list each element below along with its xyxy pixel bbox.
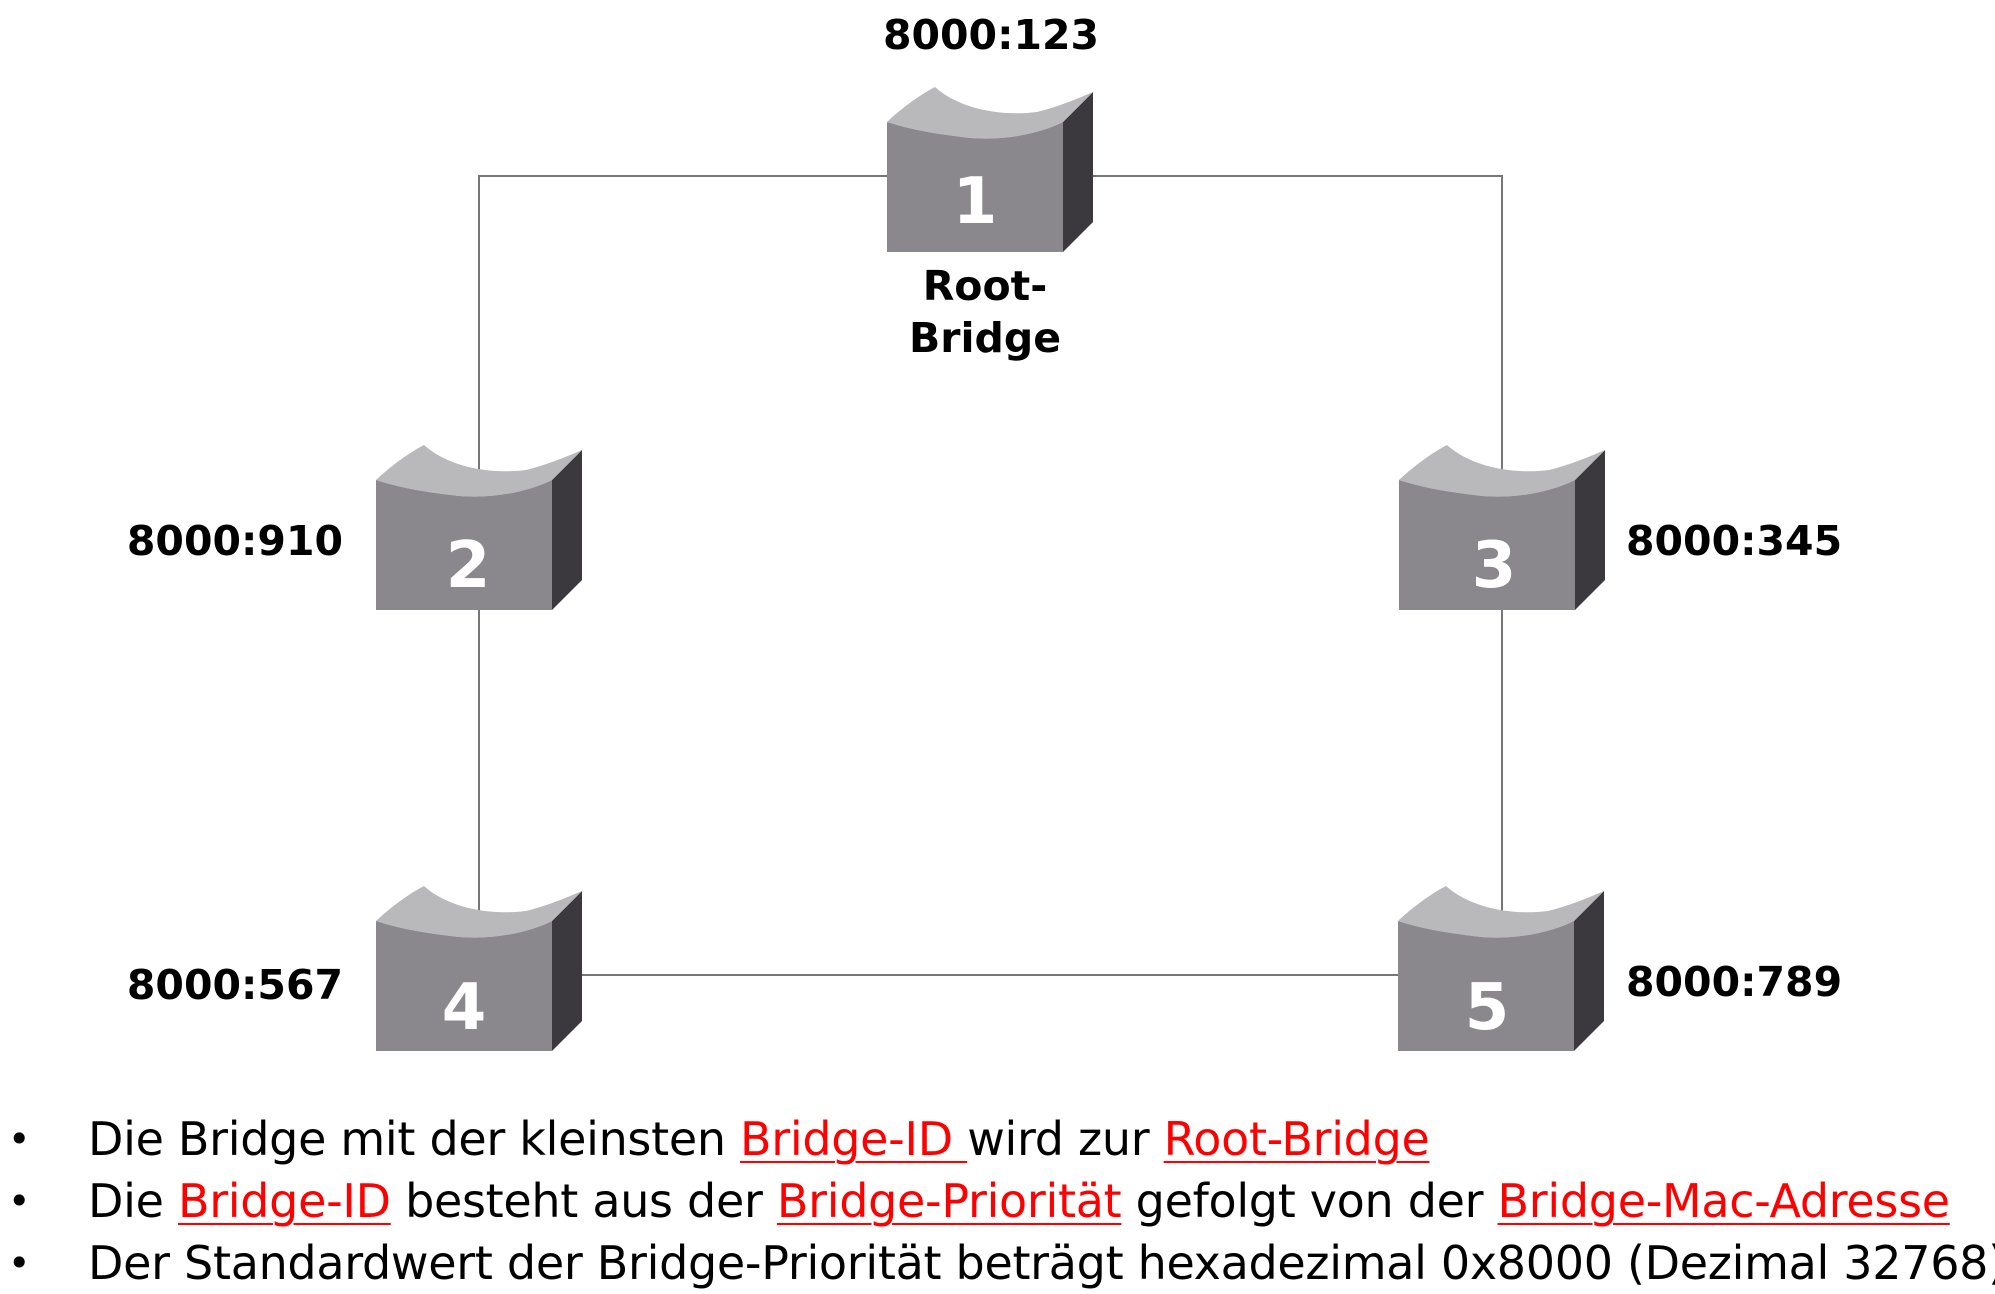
term-link[interactable]: Root-Bridge — [1163, 1112, 1430, 1166]
bridge-4-id: 8000:567 — [127, 961, 343, 1009]
bridge-3-number: 3 — [1472, 529, 1517, 603]
bridge-2-number: 2 — [446, 529, 491, 603]
bridge-1-number: 1 — [953, 165, 998, 239]
term-link[interactable]: Bridge-Mac-Adresse — [1497, 1174, 1951, 1228]
bridge-5[interactable]: 5 — [1398, 886, 1604, 1051]
bridge-3[interactable]: 3 — [1399, 445, 1605, 610]
term-link[interactable]: Bridge-ID — [740, 1112, 968, 1166]
bullet-dot: • — [8, 1117, 31, 1161]
bullet-text-run: besteht aus der — [390, 1174, 777, 1228]
bullet-3-text: Der Standardwert der Bridge-Priorität be… — [88, 1236, 1995, 1290]
bullet-text-run: Die Bridge mit der kleinsten — [88, 1112, 741, 1166]
links — [478, 175, 1503, 976]
link-1-2 — [478, 175, 887, 475]
bullet-text-run: wird zur — [967, 1112, 1164, 1166]
bridge-1[interactable]: 1 — [887, 87, 1093, 252]
bullet-2-text: Die Bridge-ID besteht aus der Bridge-Pri… — [88, 1174, 1950, 1228]
bullet-1: • Die Bridge mit der kleinsten Bridge-ID … — [0, 1108, 1995, 1170]
bridge-5-number: 5 — [1465, 971, 1510, 1045]
link-1-3 — [1089, 175, 1503, 475]
bridge-4-number: 4 — [442, 971, 487, 1045]
root-bridge-label-line1: Root- — [923, 262, 1048, 310]
term-link[interactable]: Bridge-ID — [177, 1174, 391, 1228]
bridge-2-id: 8000:910 — [127, 517, 343, 565]
bridge-5-id: 8000:789 — [1626, 958, 1842, 1006]
bridge-1-id: 8000:123 — [883, 11, 1099, 59]
bridge-3-id: 8000:345 — [1626, 517, 1842, 565]
bullet-text-run: Der Standardwert der Bridge-Priorität be… — [88, 1236, 1995, 1290]
bullet-text-run: gefolgt von der — [1121, 1174, 1498, 1228]
bullet-1-text: Die Bridge mit der kleinsten Bridge-ID w… — [88, 1112, 1430, 1166]
bridge-2[interactable]: 2 — [376, 445, 582, 610]
bullet-dot: • — [8, 1179, 31, 1223]
bullet-3: • Der Standardwert der Bridge-Priorität b… — [0, 1232, 1995, 1294]
bullet-text-run: Die — [88, 1174, 178, 1228]
bullet-2: • Die Bridge-ID besteht aus der Bridge-Pr… — [0, 1170, 1995, 1232]
bridge-4[interactable]: 4 — [376, 886, 582, 1051]
explanation-bullets: • Die Bridge mit der kleinsten Bridge-ID … — [0, 1108, 1995, 1294]
root-bridge-label-line2: Bridge — [909, 314, 1061, 362]
term-link[interactable]: Bridge-Priorität — [776, 1174, 1122, 1228]
bullet-dot: • — [8, 1241, 31, 1285]
